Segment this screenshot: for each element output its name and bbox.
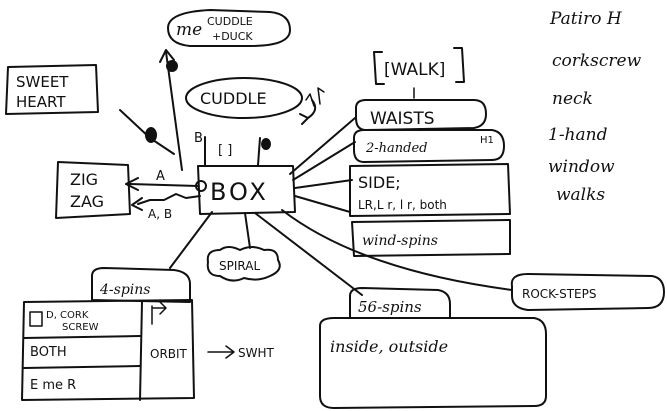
node-cuddle: CUDDLE xyxy=(185,77,303,119)
label-walk: [WALK] xyxy=(384,60,445,80)
label-zag: ZAG xyxy=(70,192,104,211)
label-sweet: SWEET xyxy=(16,73,69,91)
label-cork: D, CORK xyxy=(46,310,89,321)
label-two-handed: 2-handed xyxy=(365,141,428,156)
line-box-to-waists xyxy=(289,117,356,175)
label-wind-spins: wind-spins xyxy=(362,233,438,249)
grid-divider-vertical xyxy=(139,301,143,401)
label-both: BOTH xyxy=(30,345,67,360)
oval-outline xyxy=(185,77,303,119)
line-box-to-spiral xyxy=(244,212,251,249)
side-outline xyxy=(349,163,511,217)
label-me: me xyxy=(176,20,202,40)
line-box-to-side xyxy=(294,179,353,189)
header-outline xyxy=(91,267,191,303)
label-rock-steps: ROCK-STEPS xyxy=(522,287,596,301)
node-spiral: SPIRAL xyxy=(206,246,281,282)
side-notes: Patiro H corkscrew neck 1-hand window wa… xyxy=(548,9,642,205)
node-rock-steps: ROCK-STEPS xyxy=(510,273,665,311)
box-outline xyxy=(55,161,131,219)
line-box-to-56-spins xyxy=(254,212,363,296)
note-line-5: window xyxy=(548,157,615,177)
label-swht: SWHT xyxy=(238,346,275,360)
note-line-3: neck xyxy=(552,89,593,109)
label-duck: +DUCK xyxy=(212,30,253,43)
arrowhead-zigzag-ab xyxy=(131,197,143,211)
oval-outline xyxy=(510,273,665,311)
grid-divider-bottom xyxy=(23,365,141,369)
label-e-me-r: E me R xyxy=(30,378,76,393)
label-inside-outside: inside, outside xyxy=(330,337,448,356)
cloud-outline xyxy=(206,246,281,282)
arrow-to-swht xyxy=(207,345,235,359)
label-h1: H1 xyxy=(480,135,494,146)
line-box-to-2handed xyxy=(292,141,356,181)
node-box-center: BOX xyxy=(195,165,296,215)
node-zigzag: ZIG ZAG A A, B xyxy=(55,161,172,221)
label-orbit: ORBIT xyxy=(150,347,188,361)
line-box-to-zigzag-a xyxy=(129,183,199,187)
node-four-spins: 4-spins D, CORK SCREW BOTH E me R ORBIT … xyxy=(21,267,275,401)
label-spiral: SPIRAL xyxy=(219,259,260,273)
grid-outline xyxy=(21,299,195,401)
note-line-1: Patiro H xyxy=(549,9,623,29)
node-circle xyxy=(195,180,207,192)
node-me-cuddle-duck: me CUDDLE +DUCK xyxy=(167,9,291,47)
label-zig: ZIG xyxy=(70,170,98,189)
arrow-in-grid xyxy=(151,301,167,325)
label-side: SIDE; xyxy=(358,173,401,192)
two-handed-outline xyxy=(353,129,505,163)
node-walk: [WALK] xyxy=(373,47,465,99)
note-line-2: corkscrew xyxy=(552,51,642,71)
checkbox-d xyxy=(29,311,43,327)
label-waists: WAISTS xyxy=(370,109,435,129)
edge-label-ab: A, B xyxy=(148,207,172,221)
dot-marker xyxy=(261,138,271,150)
label-cuddle-small: CUDDLE xyxy=(207,15,253,28)
line-box-to-side-2 xyxy=(294,195,351,213)
dot-marker xyxy=(166,60,178,72)
label-side-detail: LR,L r, l r, both xyxy=(358,198,447,212)
note-line-4: 1-hand xyxy=(548,125,608,145)
line-box-to-me-cuddle xyxy=(165,51,183,171)
label-56-spins: 56-spins xyxy=(358,298,422,316)
edge-label-b: B xyxy=(194,131,203,146)
label-screw: SCREW xyxy=(62,322,99,333)
node-sweetheart: SWEET HEART xyxy=(5,64,99,115)
line-box-to-rock-steps xyxy=(281,209,513,291)
node-waists-stack: WAISTS 2-handed H1 SIDE; LR,L r, l r, bo… xyxy=(349,99,511,257)
edge-label-a: A xyxy=(156,169,165,184)
dot-marker xyxy=(145,127,157,143)
label-four-spins: 4-spins xyxy=(99,282,150,298)
waists-outline xyxy=(355,99,487,131)
edge-label-bracket: [ ] xyxy=(218,143,232,158)
label-box: BOX xyxy=(210,178,269,206)
box-outline xyxy=(5,64,99,115)
node-five-six-spins: 56-spins inside, outside xyxy=(319,287,547,409)
label-cuddle: CUDDLE xyxy=(200,89,267,108)
wind-spins-outline xyxy=(351,219,511,257)
arrowhead-me-cuddle xyxy=(159,49,175,63)
line-box-to-zigzag-ab xyxy=(137,193,201,205)
note-line-6: walks xyxy=(556,185,605,205)
connectors xyxy=(119,49,513,296)
body-outline xyxy=(319,317,547,409)
line-box-to-4-spins xyxy=(169,211,213,269)
curl-arrow xyxy=(299,99,317,125)
header-outline xyxy=(349,287,451,319)
label-heart: HEART xyxy=(16,93,66,111)
line-box-to-cuddle-2 xyxy=(257,137,261,166)
grid-divider-top xyxy=(23,335,141,339)
oval-outline xyxy=(167,9,291,47)
box-outline xyxy=(197,165,296,215)
walk-brackets xyxy=(373,47,465,85)
